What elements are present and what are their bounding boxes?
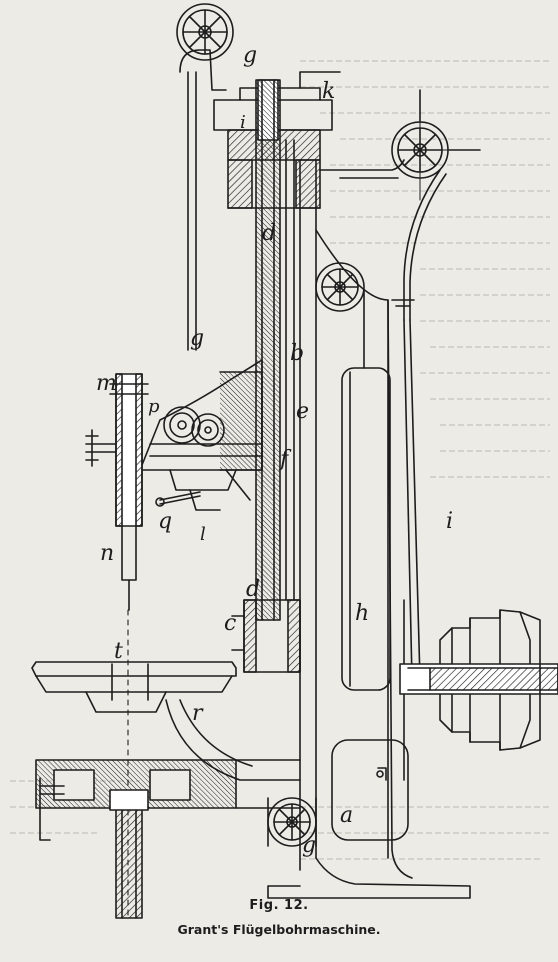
column-door-a	[331, 739, 409, 841]
counterweight-pulley	[315, 262, 365, 312]
label-a: a	[340, 803, 353, 828]
label-i-right: i	[446, 509, 453, 534]
figure-title: Grant's Flügelbohrmaschine.	[177, 922, 381, 937]
cone-pulley	[399, 609, 558, 751]
label-i-top: i	[240, 112, 246, 133]
bleed-stroke	[320, 112, 550, 114]
bleed-stroke	[330, 242, 550, 244]
part-labels: g k i d g b e m p f l q n d c h i t r g …	[96, 43, 453, 858]
bleed-stroke	[430, 346, 550, 348]
label-l: l	[200, 524, 206, 545]
bleed-stroke	[330, 216, 550, 218]
label-r: r	[192, 701, 204, 726]
label-c: c	[224, 611, 236, 636]
rod-b	[285, 139, 295, 601]
label-g-bottom: g	[302, 833, 316, 858]
bottom-pulley-g	[267, 797, 317, 847]
label-f: f	[278, 447, 292, 472]
label-d-bottom: d	[246, 577, 260, 602]
figure-caption: Fig. 12. Grant's Flügelbohrmaschine.	[0, 898, 558, 937]
bleed-stroke	[430, 398, 550, 400]
bleed-stroke	[300, 858, 540, 860]
bleed-stroke	[440, 450, 550, 452]
top-pulley-g	[176, 3, 234, 351]
bleed-stroke	[440, 424, 550, 426]
work-table	[31, 661, 301, 919]
label-g-top: g	[243, 43, 257, 68]
label-h: h	[355, 601, 369, 626]
label-g-mid: g	[190, 326, 204, 351]
label-k: k	[322, 79, 335, 104]
label-m: m	[96, 371, 117, 396]
bleed-stroke	[330, 164, 550, 166]
drilling-head	[139, 359, 263, 511]
spindle-sleeve-d	[255, 79, 281, 621]
label-e: e	[296, 399, 309, 424]
lower-sleeve-c	[231, 599, 301, 673]
bleed-stroke	[300, 832, 550, 834]
right-idler-pulley	[319, 89, 481, 179]
bleed-stroke	[330, 190, 550, 192]
label-p: p	[148, 396, 160, 417]
figure-number: Fig. 12.	[249, 898, 309, 913]
label-b: b	[290, 341, 304, 366]
label-n: n	[100, 541, 114, 566]
label-t: t	[114, 639, 123, 664]
bleed-stroke	[420, 372, 550, 374]
bleed-stroke	[420, 294, 550, 296]
bleed-stroke	[300, 60, 550, 62]
bleed-stroke	[300, 806, 550, 808]
bleed-stroke	[420, 268, 550, 270]
bleed-stroke	[10, 832, 100, 834]
bleed-stroke	[420, 320, 550, 322]
counterweight-h	[341, 289, 391, 691]
bleed-stroke	[430, 476, 550, 478]
label-q: q	[158, 509, 172, 534]
main-column	[267, 159, 471, 899]
bleed-stroke	[300, 86, 550, 88]
label-d-top: d	[262, 221, 276, 246]
drill-spindle	[85, 373, 149, 611]
